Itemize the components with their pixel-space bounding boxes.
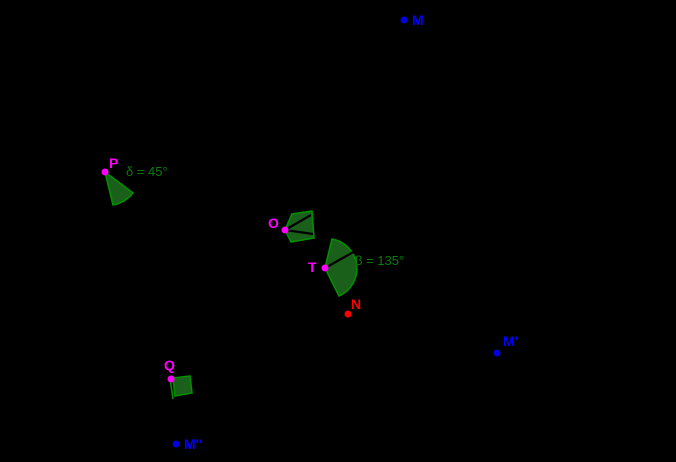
right-angle-marker-Q[interactable] [172,375,193,397]
label-angle-beta[interactable]: β = 135° [355,253,405,268]
point-M-prime[interactable] [493,349,501,357]
angle-leg-line-O-upper [284,214,312,231]
point-M[interactable] [400,16,408,24]
point-O[interactable] [281,226,289,234]
angle-leg-line-T [324,249,358,269]
label-M-double-prime[interactable]: M'' [184,436,203,452]
point-Q[interactable] [167,375,175,383]
point-P[interactable] [101,168,109,176]
label-Q[interactable]: Q [164,357,175,373]
angle-leg-line-O-lower [284,228,314,236]
angle-sector-beta-135[interactable] [324,238,358,298]
label-angle-delta[interactable]: δ = 45° [126,164,168,179]
point-M-double-prime[interactable] [172,440,180,448]
point-N[interactable] [344,310,352,318]
point-T[interactable] [321,264,329,272]
label-O[interactable]: O [268,215,279,231]
label-N[interactable]: N [351,296,362,312]
angle-sector-delta-45[interactable] [103,170,135,206]
angle-marker-O[interactable] [284,210,315,243]
angle-edge-line-Q [169,381,174,400]
label-M[interactable]: M [412,12,424,28]
label-M-prime[interactable]: M' [503,333,518,349]
label-T[interactable]: T [308,259,317,275]
label-P[interactable]: P [109,155,119,171]
